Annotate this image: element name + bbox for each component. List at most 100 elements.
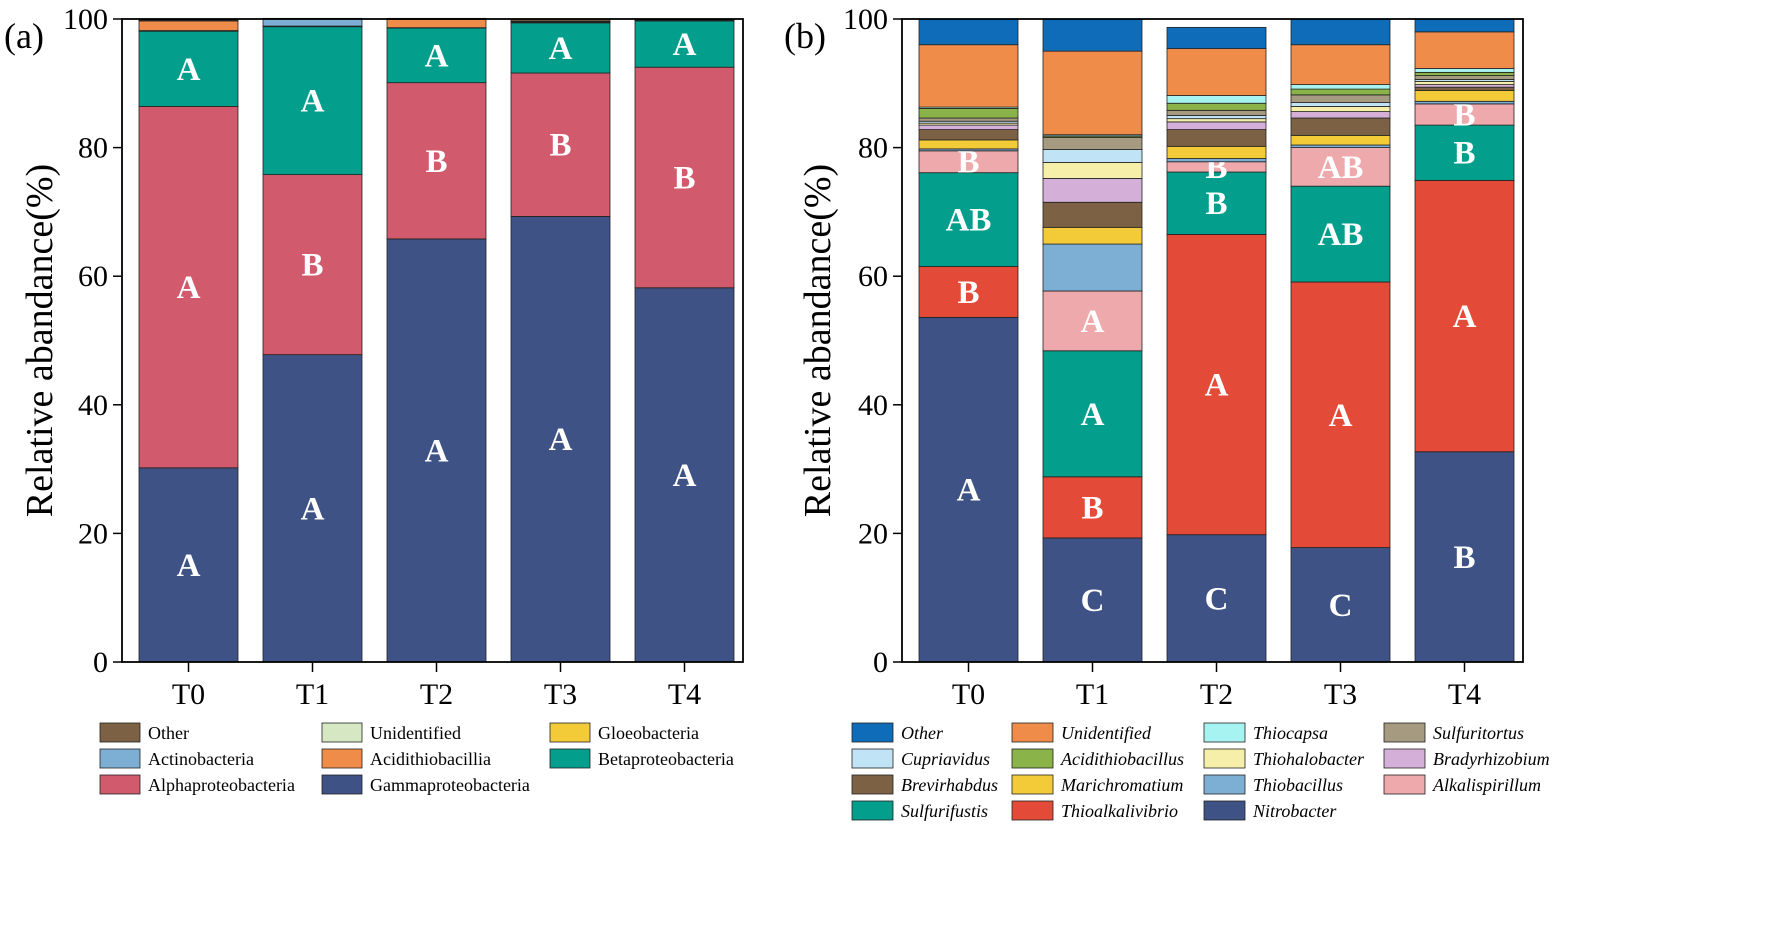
legend-label: Gloeobacteria xyxy=(598,723,699,743)
bar-segment-T0-0 xyxy=(138,467,239,663)
significance-letter: A xyxy=(549,31,573,67)
y-tick-label: 100 xyxy=(843,3,888,36)
x-tick-label: T0 xyxy=(952,678,985,711)
significance-letter: B xyxy=(957,145,979,181)
x-tick-label: T0 xyxy=(172,678,205,711)
bar-segment-T0-11 xyxy=(918,107,1019,119)
significance-letter: C xyxy=(1205,581,1229,617)
legend-label: Betaproteobacteria xyxy=(598,749,734,769)
bar-segment-T1-3 xyxy=(1042,290,1143,352)
bar-segment-T1-9 xyxy=(1042,149,1143,163)
legend-swatch xyxy=(321,774,363,795)
significance-letter: A xyxy=(301,491,325,527)
legend-swatch xyxy=(1203,748,1246,769)
significance-letter: A xyxy=(177,548,201,584)
bar-segment-T4-0 xyxy=(634,287,735,663)
legend-label: Alkalispirillum xyxy=(1432,775,1541,795)
bar-segment-T1-5 xyxy=(262,18,363,27)
legend-label: Other xyxy=(148,723,189,743)
legend-label: Sulfurifustis xyxy=(901,801,988,821)
significance-letter: B xyxy=(1453,136,1475,172)
bar-segment-T2-8 xyxy=(1166,118,1267,123)
bar-segment-T3-10 xyxy=(1290,94,1391,103)
significance-letter: A xyxy=(1081,397,1105,433)
bar-segment-T1-13 xyxy=(1042,50,1143,136)
legend-swatch xyxy=(851,748,894,769)
legend-label: Bradyrhizobium xyxy=(1433,749,1550,769)
y-axis-label: Relative abandance(%) xyxy=(797,164,839,517)
bar-segment-T0-4 xyxy=(138,20,239,31)
legend-swatch xyxy=(1011,722,1054,743)
legend-label: Unidentified xyxy=(1061,723,1152,743)
significance-letter: C xyxy=(1329,588,1353,624)
bar-segment-T2-10 xyxy=(1166,109,1267,116)
y-tick-label: 20 xyxy=(78,517,108,550)
y-tick-label: 20 xyxy=(858,517,888,550)
bar-segment-T0-1 xyxy=(918,266,1019,318)
bar-segment-T4-10 xyxy=(1414,75,1515,80)
x-tick-label: T3 xyxy=(1324,678,1357,711)
bar-segment-T1-10 xyxy=(1042,136,1143,150)
panel-label: (a) xyxy=(4,16,44,56)
y-tick-label: 80 xyxy=(78,132,108,165)
y-tick-label: 40 xyxy=(858,389,888,422)
significance-letter: A xyxy=(177,270,201,306)
bar-segment-T1-4 xyxy=(1042,243,1143,292)
significance-letter: B xyxy=(1205,186,1227,222)
bar-segment-T3-14 xyxy=(1290,18,1391,46)
bar-segment-T1-14 xyxy=(1042,18,1143,52)
bar-segment-T3-12 xyxy=(1290,84,1391,90)
significance-letter: B xyxy=(1453,540,1475,576)
bar-segment-T3-9 xyxy=(1290,102,1391,107)
bar-segment-T4-1 xyxy=(634,66,735,289)
bar-segment-T2-12 xyxy=(1166,95,1267,104)
x-tick-label: T2 xyxy=(1200,678,1233,711)
bar-segment-T1-5 xyxy=(1042,226,1143,245)
legend-label: Alphaproteobacteria xyxy=(148,775,295,795)
legend-swatch xyxy=(1383,774,1426,795)
legend-label: Cupriavidus xyxy=(901,749,990,769)
bar-segment-T2-7 xyxy=(1166,121,1267,130)
legend-label: Marichromatium xyxy=(1060,775,1183,795)
bar-segment-T2-13 xyxy=(1166,48,1267,96)
legend-label: Thiobacillus xyxy=(1253,775,1343,795)
plot-frame xyxy=(121,18,744,663)
significance-letter: B xyxy=(957,275,979,311)
legend-swatch xyxy=(1011,748,1054,769)
legend-label: Thiohalobacter xyxy=(1253,749,1365,769)
bar-segment-T2-4 xyxy=(1166,158,1267,163)
panel-b: ABABBT0CBAAT1CABBT2CAABABT3BABBT40204060… xyxy=(784,3,1550,821)
bar-segment-T3-0 xyxy=(510,216,611,663)
y-tick-label: 60 xyxy=(858,260,888,293)
bar-segment-T2-0 xyxy=(1166,534,1267,663)
bar-segment-T1-6 xyxy=(1042,201,1143,228)
legend-swatch xyxy=(549,748,591,769)
bar-segment-T2-1 xyxy=(386,82,487,240)
plot-frame xyxy=(901,18,1524,663)
legend-swatch xyxy=(1383,722,1426,743)
bar-segment-T2-9 xyxy=(1166,115,1267,120)
significance-letter: B xyxy=(425,144,447,180)
bar-segment-T1-1 xyxy=(1042,476,1143,539)
panel-a: AAAT0ABAT1ABAT2ABAT3ABAT4020406080100Rel… xyxy=(4,3,744,795)
legend-swatch xyxy=(99,774,141,795)
y-tick-label: 60 xyxy=(78,260,108,293)
bar-segment-T0-1 xyxy=(138,106,239,469)
legend-label: Unidentified xyxy=(370,723,461,743)
bar-segment-T2-11 xyxy=(1166,102,1267,111)
legend-swatch xyxy=(1011,774,1054,795)
significance-letter: A xyxy=(1081,304,1105,340)
significance-letter: A xyxy=(177,52,201,88)
legend-swatch xyxy=(851,774,894,795)
bar-segment-T4-5 xyxy=(1414,89,1515,102)
legend-label: Sulfuritortus xyxy=(1433,723,1524,743)
bar-segment-T4-14 xyxy=(1414,18,1515,33)
bar-segment-T4-13 xyxy=(1414,31,1515,69)
significance-letter: AB xyxy=(1318,150,1364,186)
bar-segment-T0-7 xyxy=(918,124,1019,130)
bar-segment-T2-14 xyxy=(1166,26,1267,49)
bar-segment-T3-11 xyxy=(1290,88,1391,96)
significance-letter: AB xyxy=(1318,217,1364,253)
significance-letter: A xyxy=(425,433,449,469)
significance-letter: A xyxy=(673,27,697,63)
